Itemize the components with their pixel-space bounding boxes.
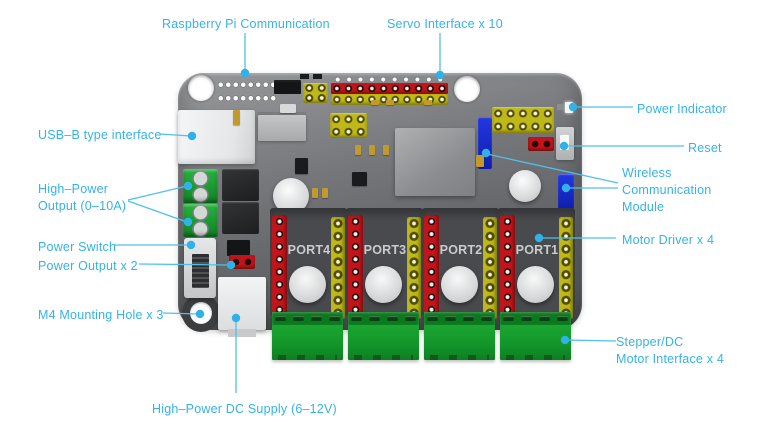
power-switch-slider [192,254,209,288]
callout-raspberry-pi-communication: Raspberry Pi Communication [162,17,330,31]
raspberry-pi-gpio-holes [217,78,277,105]
callout-motor-driver: Motor Driver x 4 [622,233,715,247]
yellow-header-2x2 [303,83,328,103]
motor-driver-socket-header [331,217,345,319]
capacitor [365,266,402,303]
callout-high-power-output: High–Power Output (0–10A) [38,182,127,213]
motor-driver-socket-header [559,217,573,319]
power-switch [184,238,216,298]
motor-terminal-block [348,312,419,360]
smd-component [312,188,318,198]
capacitor [441,266,478,303]
wireless-module-2 [558,174,574,209]
terminal-screw-slots [500,312,571,325]
power-mosfet-2 [222,202,259,234]
motor-port: PORT1 [498,208,575,360]
mounting-hole-top-left [188,75,214,101]
smd-component [300,74,309,79]
port-label: PORT2 [439,243,483,257]
jumper-header [528,137,554,151]
reset-button-cap [560,135,569,150]
main-controller-chip [395,128,475,196]
smd-component [557,104,563,110]
smd-component [227,240,250,256]
high-power-output-terminal-2 [183,204,218,237]
smd-component [424,100,432,105]
motor-driver-socket-header [483,217,497,319]
servo-pin-holes [332,76,446,83]
callout-power-indicator: Power Indicator [637,102,727,116]
smd-component [476,155,484,167]
smd-component [352,172,367,186]
motor-driver-pin-header [424,215,439,316]
servo-header-red-row [331,83,448,94]
motor-driver-pin-header [500,215,515,316]
driver-ic-chip [258,115,306,141]
motor-port: PORT2 [422,208,499,360]
smd-component [386,100,394,105]
callout-reset: Reset [688,141,722,155]
usb-b-connector [178,110,255,164]
power-mosfet-1 [222,169,259,201]
callout-m4-mounting-hole: M4 Mounting Hole x 3 [38,308,164,322]
smd-component [369,145,375,155]
capacitor [509,170,541,202]
yellow-header-2x3 [330,113,367,138]
callout-power-switch: Power Switch [38,240,117,254]
smd-component [280,104,296,113]
capacitor [289,266,326,303]
smd-component [233,110,240,125]
terminal-screw-slots [348,312,419,325]
callout-dc-supply: High–Power DC Supply (6–12V) [152,402,337,416]
motor-port: PORT3 [346,208,423,360]
smd-component [383,145,389,155]
high-power-output-terminal-1 [183,169,218,203]
smd-component [355,145,361,155]
expansion-board: PORT4 PORT3 PORT2 [178,73,582,360]
motor-driver-pin-header [272,215,287,316]
ports: PORT4 PORT3 PORT2 [270,208,575,360]
smd-component [322,188,328,198]
terminal-screw-slots [272,312,343,325]
power-indicator-led [565,102,573,113]
callout-servo-interface: Servo Interface x 10 [387,17,503,31]
smd-component [313,74,322,79]
smd-component [295,158,308,174]
power-output-header [229,255,255,269]
port-label: PORT4 [287,243,331,257]
callout-power-output: Power Output x 2 [38,259,138,273]
mounting-hole-bottom-left [190,302,212,324]
servo-header-yellow-row [331,94,448,105]
motor-terminal-block [424,312,495,360]
motor-terminal-block [500,312,571,360]
callout-wireless-module: Wireless Communication Module [622,166,712,214]
callout-usb-b-interface: USB–B type interface [38,128,162,142]
port-label: PORT3 [363,243,407,257]
port-label: PORT1 [515,243,559,257]
motor-driver-pin-header [348,215,363,316]
motor-terminal-block [272,312,343,360]
dc-supply-jack [218,277,266,330]
capacitor [517,266,554,303]
callout-stepper-dc-interface: Stepper/DC Motor Interface x 4 [616,335,725,366]
terminal-screw-slots [424,312,495,325]
smd-component [371,100,379,105]
mounting-hole-top-right [454,76,480,102]
reset-button [556,127,574,160]
motor-port: PORT4 [270,208,347,360]
wireless-socket-header [492,107,554,133]
motor-driver-socket-header [407,217,421,319]
dc-supply-jack-tab [228,329,256,337]
black-pin-header [274,82,301,94]
